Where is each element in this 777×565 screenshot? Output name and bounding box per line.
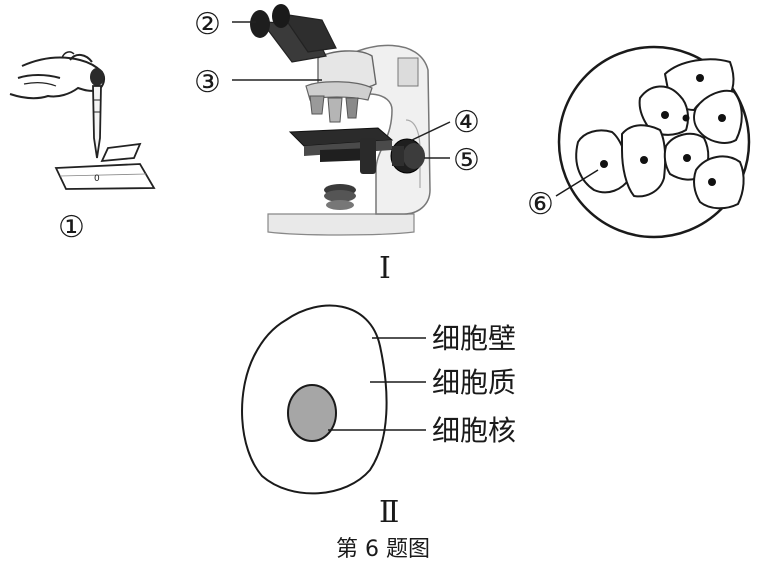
label-cell-wall: 细胞壁 [432, 322, 516, 355]
coverslip [100, 142, 142, 163]
label-step-1: ① [58, 210, 85, 245]
label-coarse-knob-4: ④ [453, 105, 480, 140]
panel-I-label: Ⅰ [379, 251, 391, 286]
label-cytoplasm: 细胞质 [432, 366, 516, 399]
cell [638, 85, 689, 136]
cell-leader-lines [328, 337, 426, 431]
hand-drawing [9, 54, 106, 100]
label-eyepiece-2: ② [194, 7, 221, 42]
label-nucleus: 细胞核 [432, 414, 516, 447]
microscope-illustration: ② ③ ④ ⑤ [194, 4, 480, 236]
cell [692, 155, 745, 210]
microscope-leader-lines [232, 21, 451, 159]
dropper-slide-illustration: 0 ① [9, 51, 156, 245]
figure-caption: 第 6 题图 [336, 537, 430, 562]
slide-drop-mark: 0 [94, 174, 100, 184]
microscope-base [267, 213, 415, 236]
focus-knobs [360, 138, 425, 174]
cell-nuclei [600, 74, 726, 186]
dropper-bulb [90, 68, 104, 86]
label-cell-6: ⑥ [527, 187, 554, 222]
eyepieces [250, 4, 337, 63]
cell-nucleus [287, 384, 337, 442]
panel-II-label: Ⅱ [379, 495, 399, 530]
cell-diagram: 细胞壁 细胞质 细胞核 [241, 304, 516, 495]
dropper-tube [92, 85, 102, 159]
cell [693, 89, 743, 144]
field-of-view: ⑥ [527, 45, 751, 239]
glass-slide [54, 163, 156, 190]
label-6-leader [555, 169, 599, 197]
label-fine-knob-5: ⑤ [453, 143, 480, 178]
label-objective-3: ③ [194, 65, 221, 100]
objective-lenses [309, 95, 359, 123]
